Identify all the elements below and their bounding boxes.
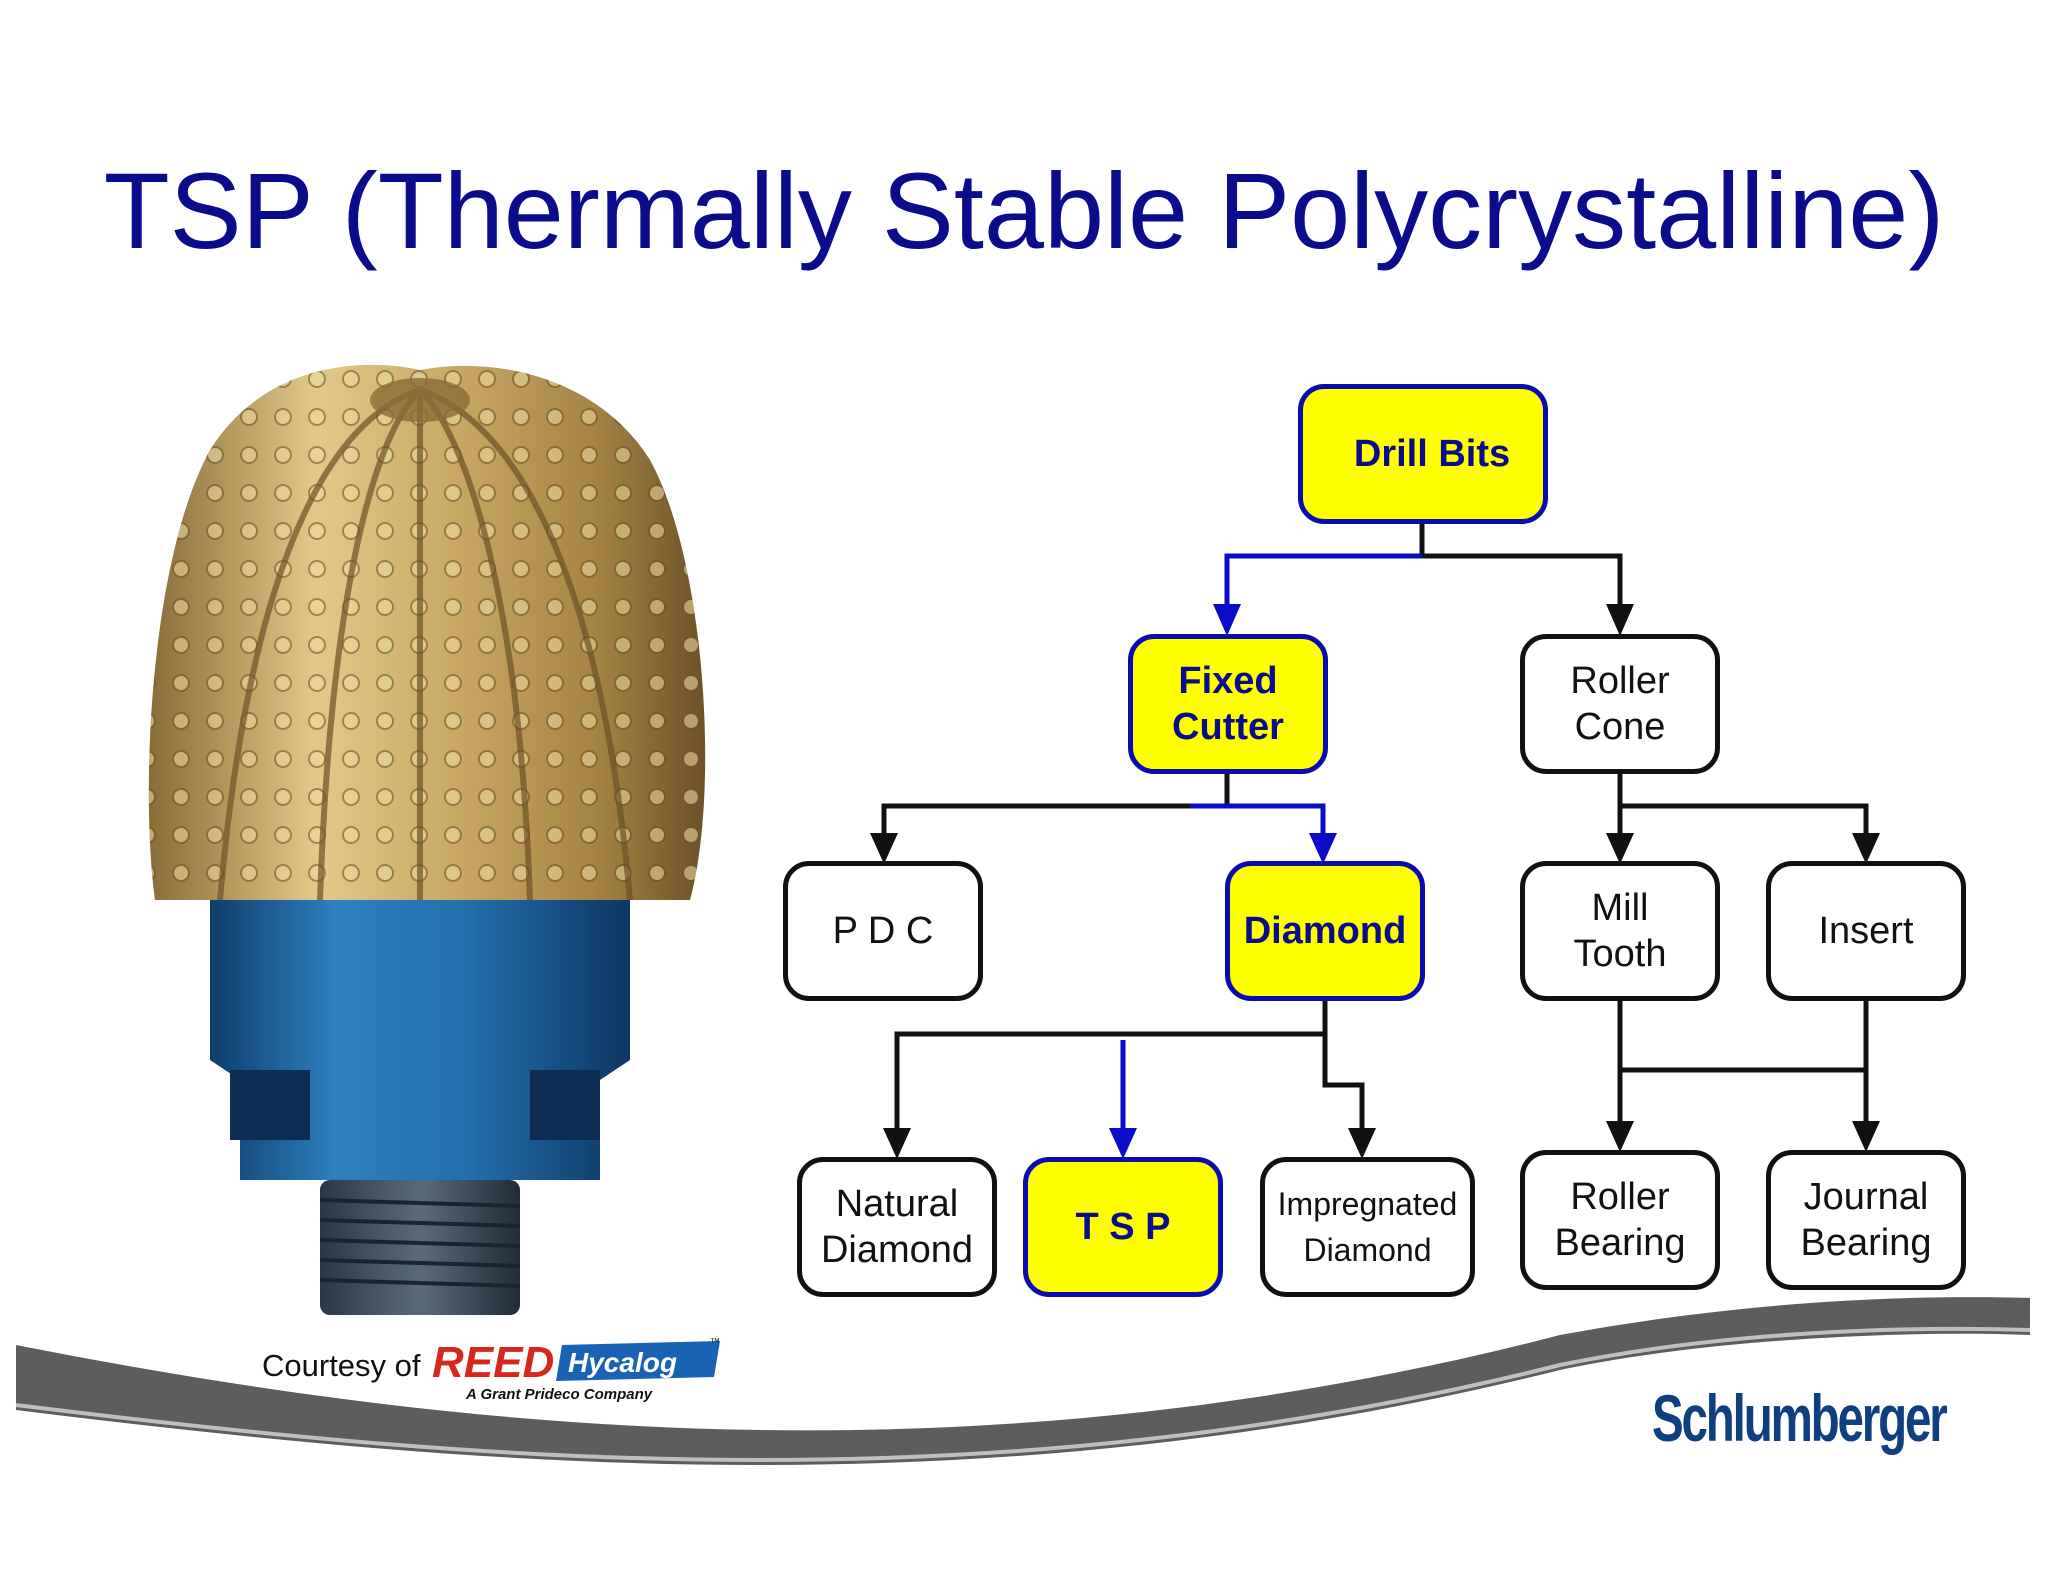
node-insert: Insert <box>1766 861 1966 1001</box>
slide-title: TSP (Thermally Stable Polycrystalline) <box>103 150 1945 271</box>
connector-rollercone-insert <box>1620 803 1869 834</box>
reed-hycalog-logo: REED Hycalog ™ A Grant Prideco Company <box>432 1337 720 1403</box>
logo-hycalog-text: Hycalog <box>568 1347 677 1378</box>
node-pdc: P D C <box>783 861 983 1001</box>
node-natural-diamond: Natural Diamond <box>797 1157 997 1297</box>
logo-reed-text: REED <box>432 1338 554 1387</box>
connector-diamond-impregnated <box>1322 1034 1365 1128</box>
connector-drillbits-fixedcutter <box>1224 553 1422 605</box>
connector-fixedcutter-diamond <box>1190 803 1326 834</box>
connector-diamond-natural <box>894 1000 1328 1128</box>
node-impregnated-diamond: Impregnated Diamond <box>1260 1157 1475 1297</box>
node-tsp: T S P <box>1023 1157 1223 1297</box>
node-diamond: Diamond <box>1225 861 1425 1001</box>
node-drill-bits: Drill Bits <box>1298 384 1548 524</box>
bottom-swoosh <box>16 1297 2030 1465</box>
connector-drillbits-rollercone <box>1419 522 1623 605</box>
node-roller-bearing: Roller Bearing <box>1520 1150 1720 1290</box>
node-roller-cone: Roller Cone <box>1520 634 1720 774</box>
logo-tagline: A Grant Prideco Company <box>465 1386 653 1403</box>
drill-bit-photo <box>148 364 706 1315</box>
node-fixed-cutter: Fixed Cutter <box>1128 634 1328 774</box>
connector-fixedcutter-pdc <box>881 774 1230 834</box>
node-journal-bearing: Journal Bearing <box>1766 1150 1966 1290</box>
node-mill-tooth: Mill Tooth <box>1520 861 1720 1001</box>
courtesy-label: Courtesy of <box>262 1348 421 1383</box>
schlumberger-logo: Schlumberger <box>1652 1381 1948 1455</box>
logo-tm: ™ <box>710 1337 720 1348</box>
